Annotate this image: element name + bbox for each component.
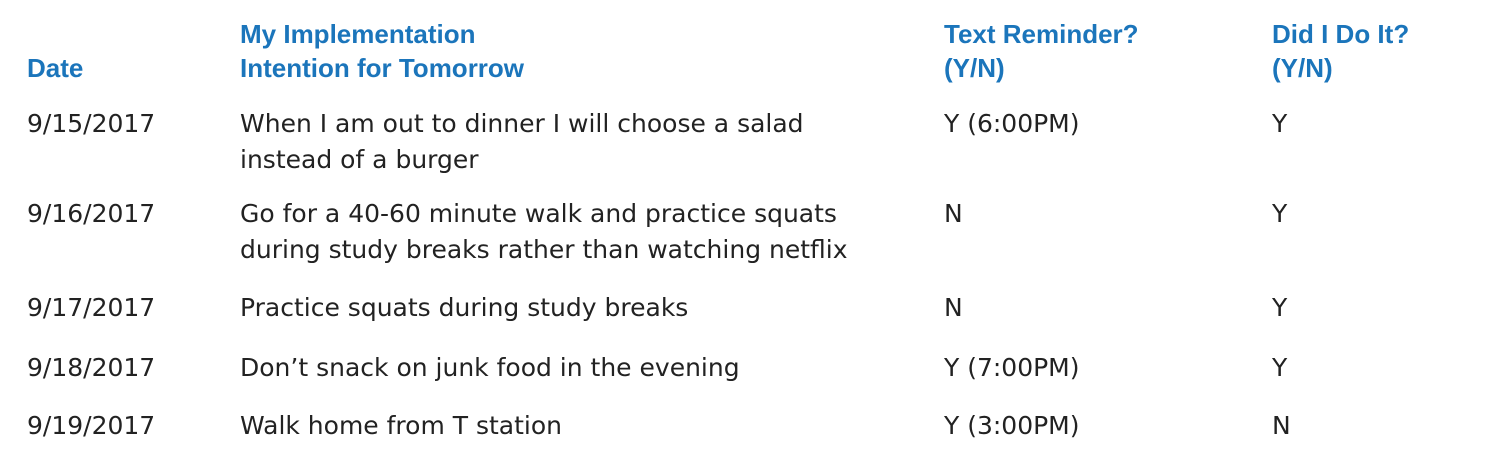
- row-2-intention: Go for a 40-60 minute walk and practice …: [240, 196, 848, 268]
- header-intention-line1: My Implementation: [240, 19, 476, 49]
- row-2-did: Y: [1272, 199, 1288, 228]
- row-2-date: 9/16/2017: [27, 199, 156, 228]
- row-3-reminder: N: [944, 293, 963, 322]
- row-2-reminder: N: [944, 199, 963, 228]
- row-4-did: Y: [1272, 353, 1288, 382]
- row-2-intention-line1: Go for a 40-60 minute walk and practice …: [240, 199, 837, 228]
- header-intention: My Implementation Intention for Tomorrow: [240, 17, 524, 85]
- row-1-did: Y: [1272, 109, 1288, 138]
- header-did-line1: Did I Do It?: [1272, 19, 1410, 49]
- header-did-line2: (Y/N): [1272, 53, 1333, 83]
- header-did-i-do-it: Did I Do It? (Y/N): [1272, 17, 1409, 85]
- row-1-intention-line2: instead of a burger: [240, 145, 479, 174]
- header-date: Date: [27, 53, 84, 83]
- row-5-intention: Walk home from T station: [240, 411, 563, 440]
- row-3-did: Y: [1272, 293, 1288, 322]
- row-3-intention: Practice squats during study breaks: [240, 293, 689, 322]
- row-2-intention-line2: during study breaks rather than watching…: [240, 235, 848, 264]
- row-1-reminder: Y (6:00PM): [944, 109, 1080, 138]
- row-1-intention-line1: When I am out to dinner I will choose a …: [240, 109, 804, 138]
- row-1-intention: When I am out to dinner I will choose a …: [240, 106, 804, 178]
- header-intention-line2: Intention for Tomorrow: [240, 53, 525, 83]
- row-1-date: 9/15/2017: [27, 109, 156, 138]
- row-5-date: 9/19/2017: [27, 411, 156, 440]
- row-4-date: 9/18/2017: [27, 353, 156, 382]
- header-reminder-line1: Text Reminder?: [944, 19, 1139, 49]
- row-3-date: 9/17/2017: [27, 293, 156, 322]
- header-reminder-line2: (Y/N): [944, 53, 1005, 83]
- row-4-reminder: Y (7:00PM): [944, 353, 1080, 382]
- row-4-intention: Don’t snack on junk food in the evening: [240, 353, 740, 382]
- header-text-reminder: Text Reminder? (Y/N): [944, 17, 1139, 85]
- row-5-reminder: Y (3:00PM): [944, 411, 1080, 440]
- row-5-did: N: [1272, 411, 1291, 440]
